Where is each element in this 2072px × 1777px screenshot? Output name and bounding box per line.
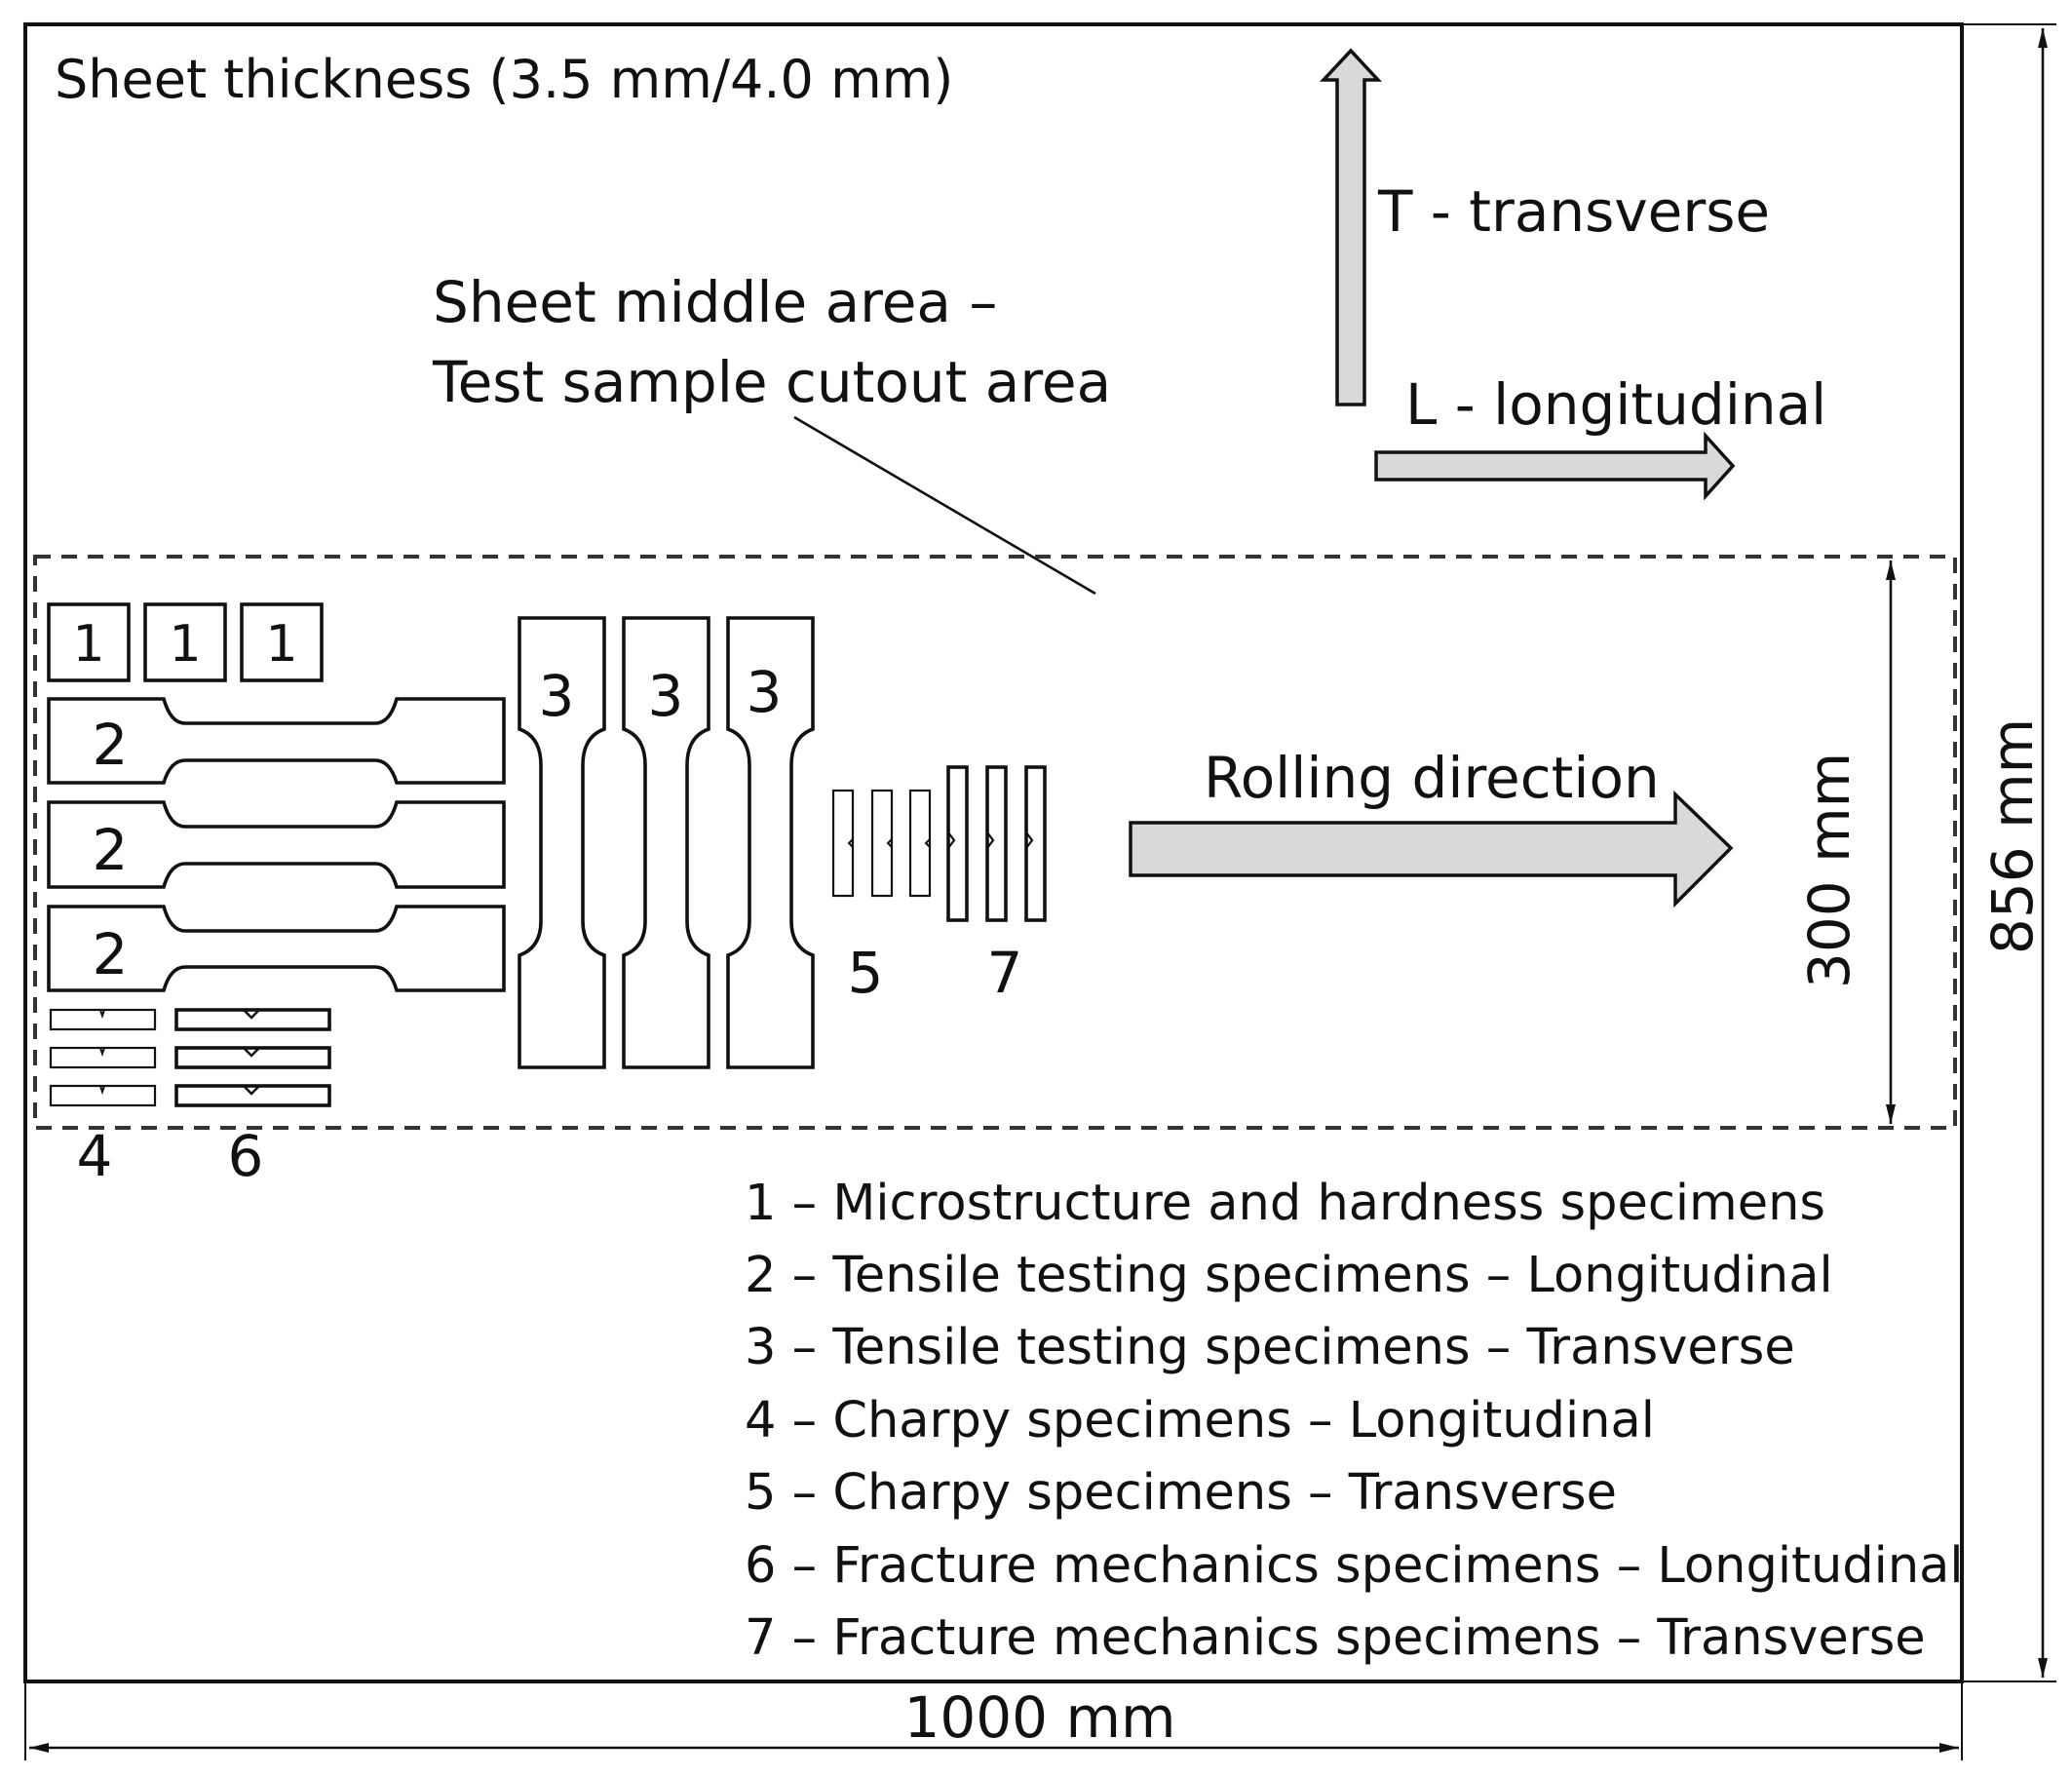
specimen-2-c [47,905,506,992]
specimen-1-a [47,602,131,682]
legend-item-4: 4 – Charpy specimens – Longitudinal [745,1392,1655,1449]
legend-item-6: 6 – Fracture mechanics specimens – Longi… [745,1537,1964,1595]
sheet-width-label: 1000 mm [903,1684,1175,1751]
specimen-3-c-label: 3 [747,659,783,725]
legend-item-1: 1 – Microstructure and hardness specimen… [745,1175,1825,1232]
specimen-1-c-label: 1 [265,615,297,674]
rolling-direction-arrow [1129,790,1734,908]
specimen-6-a [174,1008,331,1031]
specimen-4-b [49,1046,157,1069]
transverse-arrow [1319,48,1383,406]
specimen-4-a [49,1008,157,1031]
specimen-5-a [831,789,855,898]
specimen-1-b [143,602,227,682]
specimen-1-a-label: 1 [72,615,104,674]
specimen-2-a [47,697,506,785]
specimen-4-c [49,1084,157,1107]
middle-height-label: 300 mm [1796,753,1862,988]
specimen-3-a [518,616,606,1069]
transverse-label: T - transverse [1377,178,1770,245]
specimen-7-b [985,765,1008,922]
specimen-3-a-label: 3 [539,663,575,729]
legend: 1 – Microstructure and hardness specimen… [745,1175,1964,1667]
specimen-3-b [622,616,710,1069]
specimen-7-c [1024,765,1047,922]
middle-area-label-line1: Sheet middle area – [433,269,997,335]
middle-area-leader-line [793,415,1096,596]
specimen-6-label: 6 [228,1123,264,1189]
specimen-5-b [870,789,894,898]
specimen-6-c [174,1084,331,1107]
specimen-7-label: 7 [987,940,1023,1006]
sheet-thickness-label: Sheet thickness (3.5 mm/4.0 mm) [55,49,953,110]
specimen-3-c [726,616,815,1069]
rolling-direction-label: Rolling direction [1204,745,1660,811]
specimen-2-b [47,800,506,889]
longitudinal-label: L - longitudinal [1405,371,1826,438]
legend-item-7: 7 – Fracture mechanics specimens – Trans… [745,1609,1926,1667]
middle-area-boundary [33,555,1957,1130]
specimen-2-c-label: 2 [93,921,129,987]
specimen-7-a [946,765,969,922]
longitudinal-arrow [1374,431,1736,501]
legend-item-2: 2 – Tensile testing specimens – Longitud… [745,1247,1833,1304]
legend-item-3: 3 – Tensile testing specimens – Transver… [745,1319,1795,1376]
sheet-outline [23,22,1964,1683]
middle-area-label-line2: Test sample cutout area [432,349,1111,415]
specimen-5-label: 5 [848,940,884,1006]
specimen-2-a-label: 2 [93,712,129,778]
specimen-1-c [240,602,324,682]
sheet-height-label: 856 mm [1979,718,2046,954]
specimen-3-b-label: 3 [648,663,684,729]
specimen-4-label: 4 [77,1123,113,1189]
specimen-5-c [908,789,932,898]
legend-item-5: 5 – Charpy specimens – Transverse [745,1464,1617,1522]
specimen-2-b-label: 2 [93,817,129,883]
specimen-6-b [174,1046,331,1069]
specimen-1-b-label: 1 [169,615,201,674]
